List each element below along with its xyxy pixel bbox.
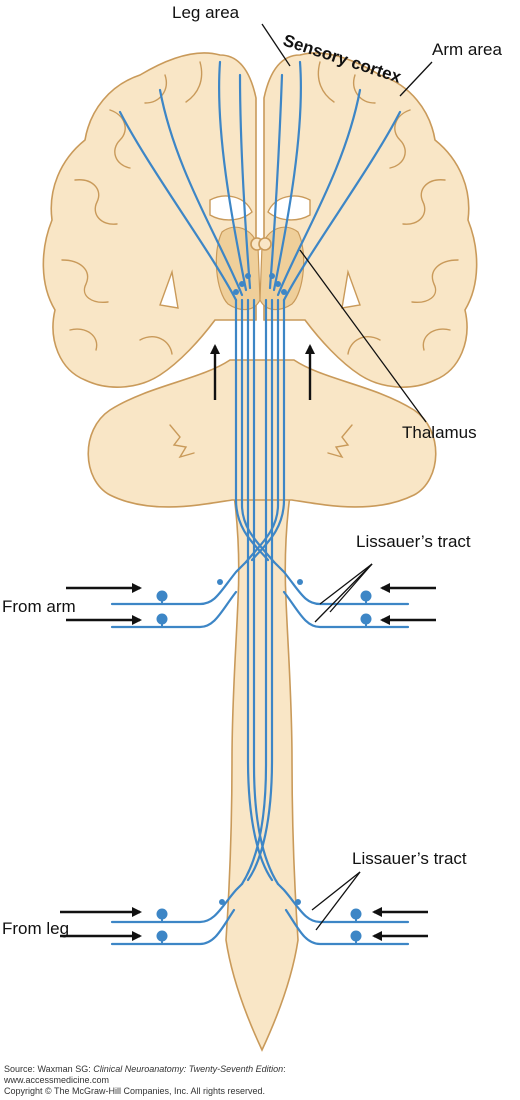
source-url: www.accessmedicine.com — [4, 1075, 110, 1085]
left-temporal-horn — [159, 269, 179, 309]
fiber-tract — [240, 298, 268, 886]
right-lobe-notch — [327, 424, 353, 459]
sensory-fibers — [110, 60, 410, 946]
from-leg-label: From leg — [2, 919, 69, 938]
source-prefix: Source: Waxman SG: — [4, 1064, 94, 1074]
source-title: Clinical Neuroanatomy: Twenty-Seventh Ed… — [93, 1064, 284, 1074]
fiber-tract — [246, 298, 274, 882]
leg-area-label: Leg area — [172, 3, 240, 22]
cortical-gyri — [61, 61, 459, 355]
arm-area-label: Arm area — [432, 40, 502, 59]
flow-arrows — [60, 344, 436, 941]
right-hemisphere — [263, 52, 478, 388]
ganglion-cells — [156, 273, 372, 944]
source-citation: Source: Waxman SG: Clinical Neuroanatomy… — [4, 1064, 516, 1075]
right-temporal-horn — [341, 269, 361, 309]
left-hemisphere — [42, 52, 257, 388]
fiber-tract — [234, 298, 270, 562]
lissauers-tract-lower-label: Lissauer’s tract — [352, 849, 467, 868]
fiber-tract — [250, 298, 286, 562]
left-lobe-notch — [169, 424, 195, 459]
thalamus — [215, 226, 261, 311]
copyright-notice: Copyright © The McGraw-Hill Companies, I… — [4, 1086, 266, 1096]
fiber-tract — [246, 298, 274, 882]
brainstem — [87, 359, 437, 508]
fiber-tract — [244, 298, 280, 564]
fiber-tract — [240, 298, 276, 564]
leader-lines — [261, 23, 433, 931]
lissauers-tract-upper-label: Lissauer’s tract — [356, 532, 471, 551]
thalamus-label: Thalamus — [402, 423, 477, 442]
spinal-cord — [225, 479, 299, 1052]
from-arm-label: From arm — [2, 597, 76, 616]
source-suffix: : — [283, 1064, 286, 1074]
